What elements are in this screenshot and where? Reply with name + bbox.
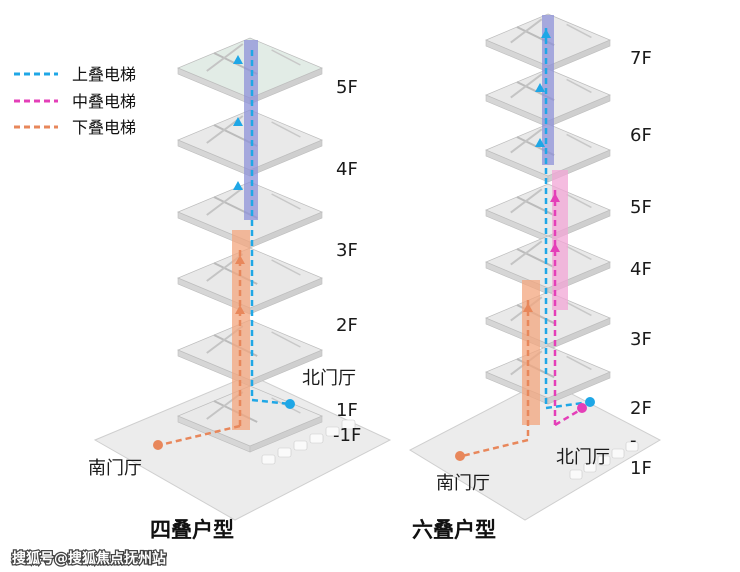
left-floor-1f: 1F — [336, 400, 358, 421]
left-floor-slab-3-wall-b — [206, 187, 244, 216]
left-parking-stall — [341, 419, 356, 430]
right-floor-dash: - — [630, 430, 637, 451]
right-floor-slab-4-wall-a — [516, 196, 555, 217]
left-lower-arrow-2f — [235, 305, 245, 314]
right-floor-slab-3-wall-c — [566, 133, 592, 149]
right-ground-plate — [408, 379, 662, 521]
right-floor-slab-2-wall-b — [510, 73, 543, 99]
four-stack-tower — [93, 37, 392, 521]
right-upper-arrow-5f — [535, 138, 545, 147]
right-floor-2f: 2F — [630, 398, 652, 419]
right-floor-slab-1-wall-c — [566, 23, 592, 39]
left-floor-labels: 5F 4F 3F 2F 1F -1F — [333, 77, 361, 446]
right-floor-3f: 3F — [630, 329, 652, 350]
left-parking-stall — [293, 440, 308, 451]
right-lower-elevator-shaft — [522, 280, 540, 425]
right-floor-slab-1-wall-b — [510, 18, 543, 44]
left-parking-stall — [325, 426, 340, 437]
left-upper-arrow-3f — [233, 181, 243, 190]
right-lower-route-horizontal — [461, 438, 529, 458]
right-upper-arrow-7f — [541, 29, 551, 38]
left-north-entry-dot — [285, 399, 295, 409]
left-upper-arrow-4f — [233, 117, 243, 126]
right-floor-slab-3-wall-b — [510, 128, 543, 154]
left-parking-stall — [309, 433, 324, 444]
left-floor-slab-1-wall-b — [206, 43, 244, 72]
legend-lower-label: 下叠电梯 — [72, 118, 136, 137]
left-floor-3f: 3F — [336, 240, 358, 261]
right-south-hall-label: 南门厅 — [436, 473, 490, 494]
right-middle-arrow-5f — [550, 193, 560, 202]
right-floor-7f: 7F — [630, 48, 652, 69]
left-floor-slab-5-wall-c — [271, 331, 301, 348]
legend: 上叠电梯 中叠电梯 下叠电梯 — [14, 65, 136, 137]
right-floor-slab-5-top — [485, 235, 611, 289]
left-floor-slab-2-wall-c — [271, 121, 301, 138]
right-floor-labels: 7F 6F 5F 4F 3F 2F - 1F — [630, 48, 652, 479]
left-upper-arrow-5f — [233, 55, 243, 64]
left-upper-route-horizontal — [251, 398, 291, 406]
right-parking-stall — [597, 455, 611, 466]
left-north-hall-label: 北门厅 — [302, 368, 356, 389]
left-south-hall-label: 南门厅 — [88, 458, 142, 479]
left-floor-slab-4-wall-c — [271, 259, 301, 276]
legend-middle-label: 中叠电梯 — [72, 92, 136, 111]
right-middle-route-horizontal — [554, 408, 581, 427]
right-parking-stall — [611, 448, 625, 459]
left-south-entry-dot — [153, 440, 163, 450]
legend-upper-label: 上叠电梯 — [72, 65, 136, 84]
right-floor-6f: 6F — [630, 125, 652, 146]
right-floor-slab-4-wall-b — [510, 188, 543, 214]
right-middle-arrow-4f — [550, 243, 560, 252]
left-floor-5f: 5F — [336, 77, 358, 98]
right-parking-stall — [625, 441, 639, 452]
left-parking-stall — [277, 447, 292, 458]
right-lower-arrow-3f — [523, 303, 533, 312]
right-floor-slab-5-wall-c — [566, 245, 592, 261]
right-floor-slab-7-top — [485, 345, 611, 399]
right-floor-1f: 1F — [630, 458, 652, 479]
right-floor-slab-2-wall-c — [566, 78, 592, 94]
right-south-entry-dot — [455, 451, 465, 461]
watermark: 搜狐号@搜狐焦点抚州站 — [12, 550, 166, 567]
left-parking-stall — [261, 454, 276, 465]
left-lower-arrow-3f — [235, 255, 245, 264]
right-upper-route-horizontal — [545, 400, 591, 410]
left-caption: 四叠户型 — [150, 518, 234, 542]
right-floor-slab-6-top — [485, 291, 611, 345]
left-floor-2f: 2F — [336, 315, 358, 336]
right-north-hall-label: 北门厅 — [556, 447, 610, 468]
right-floor-slab-5-wall-a — [516, 248, 555, 269]
right-floor-slab-4-wall-c — [566, 193, 592, 209]
right-caption: 六叠户型 — [412, 518, 496, 542]
right-parking-stall — [569, 469, 583, 480]
right-floor-slab-5-wall-b — [510, 240, 543, 266]
left-floor-slab-3-wall-c — [271, 193, 301, 210]
right-parking-stall — [583, 462, 597, 473]
six-stack-tower — [408, 13, 662, 521]
right-floor-slab-6-wall-c — [566, 301, 592, 317]
left-floor-4f: 4F — [336, 159, 358, 180]
right-upper-arrow-6f — [535, 83, 545, 92]
right-north-entry-dot-upper — [585, 397, 595, 407]
left-floor-slab-1-wall-c — [271, 49, 301, 66]
right-floor-5f: 5F — [630, 197, 652, 218]
right-floor-4f: 4F — [630, 259, 652, 280]
right-floor-slab-4-top — [485, 183, 611, 237]
left-lower-route-horizontal — [159, 424, 241, 447]
right-north-entry-dot-middle — [577, 403, 587, 413]
right-floor-slab-7-wall-c — [566, 355, 592, 371]
left-floor-b1: -1F — [333, 425, 361, 446]
